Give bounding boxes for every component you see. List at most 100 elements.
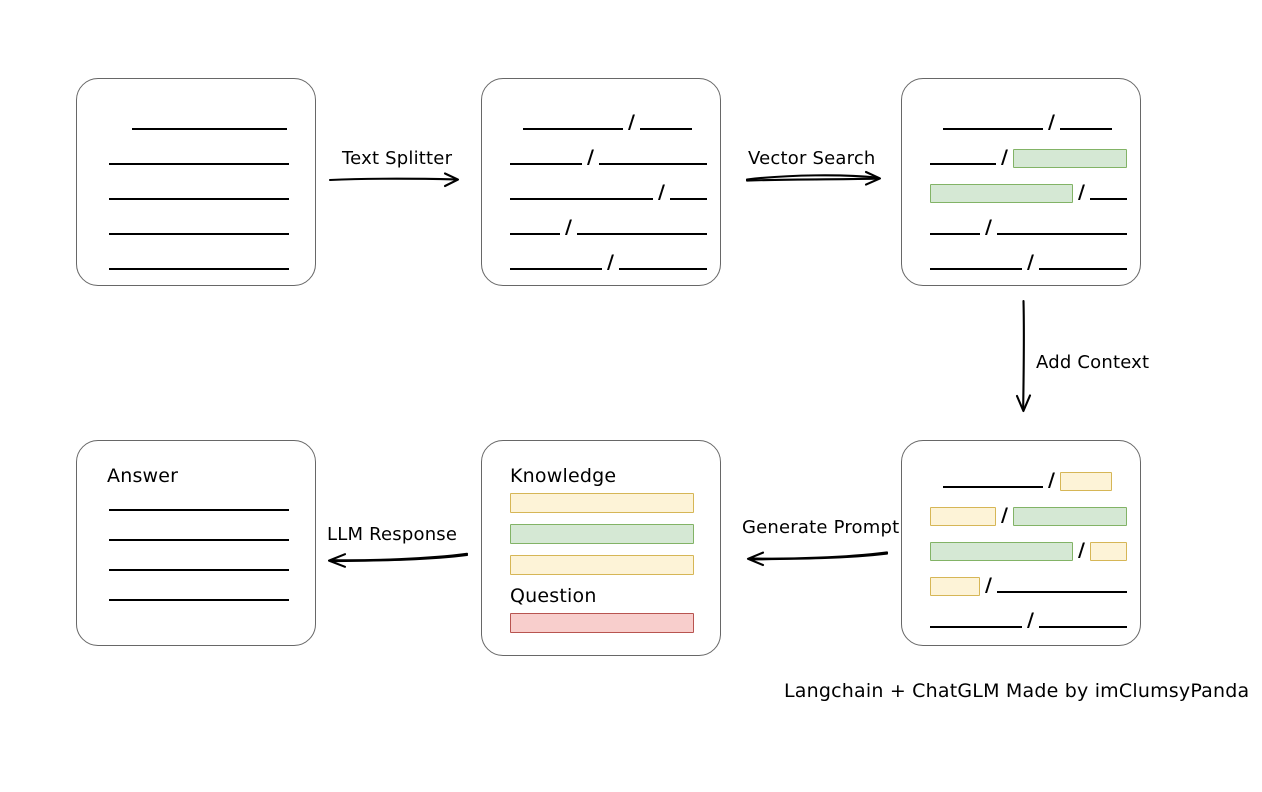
text-line <box>109 113 287 133</box>
vector-matches-box[interactable]: / / / / / <box>901 78 1141 286</box>
text-line: / <box>930 608 1127 631</box>
text-segment <box>132 113 287 133</box>
slash-separator: / <box>1027 608 1034 631</box>
green-highlight-segment <box>1012 506 1127 526</box>
arrow-generate-prompt <box>746 551 889 567</box>
yellow-highlight-segment <box>930 576 980 596</box>
text-segment <box>943 471 1044 491</box>
arrow-llm-response <box>327 552 469 568</box>
text-segment <box>510 183 653 203</box>
green-highlight-segment <box>1012 148 1127 168</box>
text-line: / <box>930 538 1127 561</box>
yellow-highlight-segment <box>930 506 996 526</box>
text-segment <box>669 183 707 203</box>
text-segment <box>510 253 602 273</box>
knowledge-bars <box>510 493 694 575</box>
question-label: Question <box>510 585 597 607</box>
text-line: / <box>930 573 1127 596</box>
text-segment <box>510 218 560 238</box>
context-added-box[interactable]: / / / / / <box>901 440 1141 646</box>
arrow-add-context <box>1015 299 1032 413</box>
knowledge-label: Knowledge <box>510 465 617 487</box>
arrow-label-llm-response: LLM Response <box>327 524 458 545</box>
arrow-label-text-splitter: Text Splitter <box>342 148 453 169</box>
slash-separator: / <box>1048 468 1055 491</box>
answer-line <box>109 509 289 512</box>
slash-separator: / <box>985 573 992 596</box>
text-segment <box>930 148 996 168</box>
answer-title: Answer <box>107 465 179 487</box>
slash-separator: / <box>985 215 992 238</box>
answer-line <box>109 599 289 602</box>
text-segment <box>1038 253 1127 273</box>
text-line: / <box>510 215 707 238</box>
text-line <box>109 148 289 168</box>
prompt-box[interactable]: Knowledge Question <box>481 440 721 656</box>
text-segment <box>930 218 980 238</box>
arrow-label-generate-prompt: Generate Prompt <box>742 517 900 538</box>
question-bar <box>510 613 694 633</box>
slash-separator: / <box>587 145 594 168</box>
text-line: / <box>510 145 707 168</box>
text-segment <box>109 218 289 238</box>
slash-separator: / <box>658 180 665 203</box>
yellow-highlight-segment <box>1089 541 1127 561</box>
knowledge-bar <box>510 493 694 513</box>
text-segment <box>943 113 1044 133</box>
text-line: / <box>510 250 707 273</box>
text-segment <box>1089 183 1127 203</box>
answer-line <box>109 569 289 572</box>
slash-separator: / <box>1048 110 1055 133</box>
text-line: / <box>930 145 1127 168</box>
slash-separator: / <box>1001 145 1008 168</box>
slash-separator: / <box>1078 538 1085 561</box>
knowledge-bar <box>510 524 694 544</box>
text-line: / <box>930 468 1112 491</box>
arrow-label-vector-search: Vector Search <box>748 148 876 169</box>
text-line: / <box>510 110 692 133</box>
green-highlight-segment <box>930 183 1073 203</box>
slash-separator: / <box>1027 250 1034 273</box>
text-segment <box>640 113 692 133</box>
source-document-box[interactable] <box>76 78 316 286</box>
text-segment <box>510 148 582 168</box>
slash-separator: / <box>565 215 572 238</box>
text-segment <box>598 148 707 168</box>
text-line <box>109 183 289 203</box>
text-line <box>109 253 289 273</box>
slash-separator: / <box>1078 180 1085 203</box>
text-segment <box>1060 113 1112 133</box>
footer-caption: Langchain + ChatGLM Made by imClumsyPand… <box>784 680 1250 702</box>
slash-separator: / <box>607 250 614 273</box>
green-highlight-segment <box>930 541 1073 561</box>
text-segment <box>523 113 624 133</box>
text-segment <box>1038 611 1127 631</box>
text-line: / <box>930 250 1127 273</box>
text-line: / <box>510 180 707 203</box>
text-segment <box>618 253 707 273</box>
slash-separator: / <box>1001 503 1008 526</box>
text-segment <box>996 218 1127 238</box>
text-segment <box>930 611 1022 631</box>
text-line: / <box>930 180 1127 203</box>
answer-lines <box>109 509 289 619</box>
yellow-highlight-segment <box>1060 471 1112 491</box>
text-line: / <box>930 503 1127 526</box>
question-bars <box>510 613 694 639</box>
knowledge-bar <box>510 555 694 575</box>
text-segment <box>109 183 289 203</box>
slash-separator: / <box>628 110 635 133</box>
text-segment <box>109 253 289 273</box>
text-line: / <box>930 110 1112 133</box>
answer-box[interactable]: Answer <box>76 440 316 646</box>
arrow-text-splitter <box>328 172 460 188</box>
text-segment <box>109 148 289 168</box>
text-line: / <box>930 215 1127 238</box>
arrow-vector-search <box>745 170 882 186</box>
text-segment <box>930 253 1022 273</box>
split-chunks-box[interactable]: / / / / / <box>481 78 721 286</box>
text-line <box>109 218 289 238</box>
arrow-label-add-context: Add Context <box>1036 352 1150 373</box>
text-segment <box>576 218 707 238</box>
